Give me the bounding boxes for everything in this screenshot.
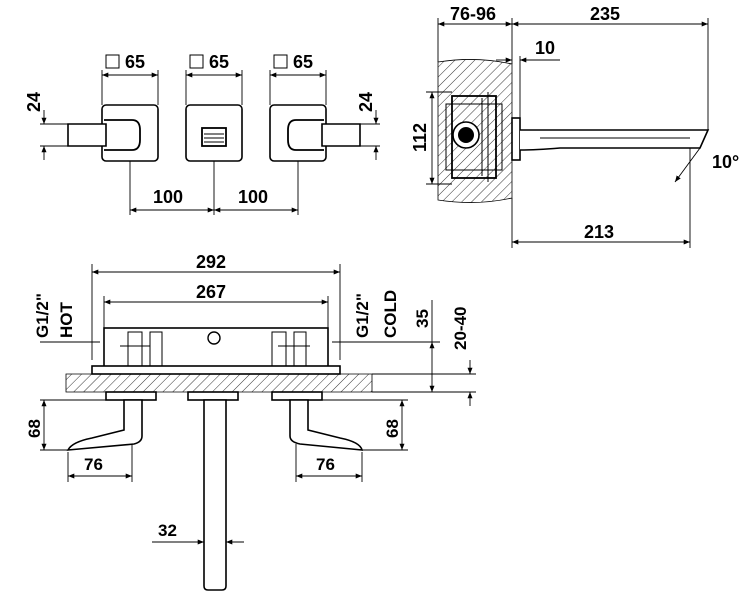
spacing-left-label: 100 [153, 187, 183, 207]
lever-height-right-label: 68 [383, 419, 402, 438]
handle-left-width: 65 [125, 52, 145, 72]
height-left-label: 24 [24, 92, 44, 112]
wall-range-label: 76-96 [450, 4, 496, 24]
cold-label: COLD [381, 290, 400, 338]
inner-width-label: 267 [196, 282, 226, 302]
depth-35-label: 35 [413, 309, 432, 328]
hot-label: HOT [57, 302, 76, 339]
plan-view: 292 267 G1/2" HOT G1/2" COLD 35 20-40 [25, 252, 476, 591]
spout-top [203, 399, 227, 591]
handle-right-width: 65 [293, 52, 313, 72]
right-plate [269, 104, 327, 162]
square-symbol-left [105, 54, 120, 69]
lever-len-left-label: 76 [84, 455, 103, 474]
right-handle [321, 123, 361, 147]
depth-range-label: 20-40 [451, 307, 470, 350]
wall-band [65, 373, 373, 393]
left-lever [66, 399, 143, 451]
body-height-label: 112 [410, 123, 430, 152]
spout-angle-label: 10° [712, 152, 739, 172]
square-symbol-right [273, 54, 288, 69]
height-right-label: 24 [356, 92, 376, 112]
cold-thread-label: G1/2" [353, 293, 372, 338]
lever-height-left-label: 68 [25, 419, 44, 438]
lever-len-right-label: 76 [316, 455, 335, 474]
spout-length-label: 235 [590, 4, 620, 24]
square-symbol-mid [189, 54, 204, 69]
left-handle [67, 123, 107, 147]
wall-plate [511, 117, 521, 161]
left-plate [101, 104, 159, 162]
side-view: 76-96 235 10 112 10° 213 [410, 4, 739, 248]
front-view: 65 65 65 24 [24, 52, 380, 215]
overall-width-label: 292 [196, 252, 226, 272]
right-lever [289, 399, 364, 451]
plate-depth-label: 10 [535, 38, 555, 58]
reach-label: 213 [584, 222, 614, 242]
handle-mid-width: 65 [209, 52, 229, 72]
diverter-knob [201, 127, 227, 147]
center-plate [185, 104, 243, 162]
spacing-right-label: 100 [238, 187, 268, 207]
mixing-body [451, 95, 497, 179]
spout-diameter-label: 32 [158, 521, 177, 540]
spout-side [519, 129, 710, 151]
hot-thread-label: G1/2" [33, 293, 52, 338]
